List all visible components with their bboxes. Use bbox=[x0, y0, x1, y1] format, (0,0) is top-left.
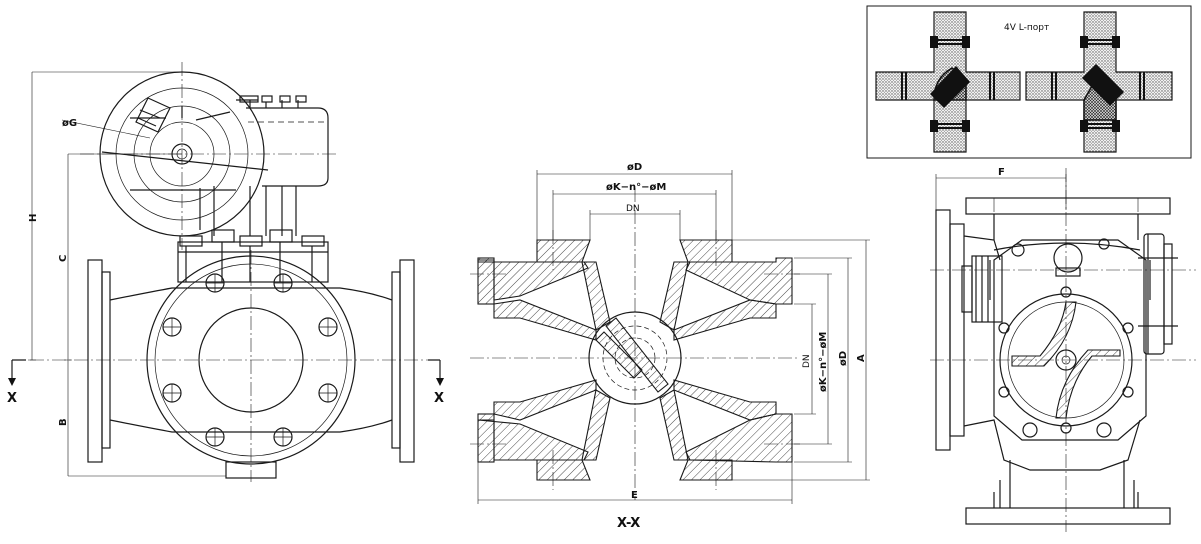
port-inset: 4V L-порт bbox=[866, 5, 1192, 159]
dim-label-a: A bbox=[856, 354, 867, 362]
side-bolts bbox=[998, 238, 1134, 438]
front-dimensions bbox=[8, 71, 444, 477]
flange-bolts bbox=[162, 273, 338, 447]
dim-label-phi-g: øG bbox=[62, 118, 77, 129]
dim-label-phi-d-right: øD bbox=[838, 351, 849, 366]
dim-label-bolt-top: øK−n°−øM bbox=[606, 182, 666, 193]
inset-title: 4V L-порт bbox=[1004, 23, 1049, 33]
dim-label-b: B bbox=[58, 418, 69, 426]
dim-label-dn-top: DN bbox=[626, 204, 640, 214]
inset-right-diagram bbox=[1025, 11, 1173, 153]
inset-left-diagram bbox=[875, 11, 1021, 153]
dim-label-bolt-right: øK−n°−øM bbox=[818, 332, 829, 392]
front-view: H C B øG X X bbox=[7, 62, 444, 482]
section-title: X-X bbox=[617, 516, 640, 531]
dim-label-c: C bbox=[58, 255, 69, 262]
dim-label-dn-right: DN bbox=[802, 354, 812, 368]
dim-label-phi-d-top: øD bbox=[627, 162, 642, 173]
section-mark-left: X bbox=[7, 391, 17, 406]
section-view: øD øK−n°−øM DN E DN øK−n°−øM øD A X-X bbox=[470, 162, 870, 531]
dim-label-h: H bbox=[28, 214, 39, 222]
section-mark-right: X bbox=[434, 391, 444, 406]
dim-label-e: E bbox=[631, 490, 638, 501]
dim-label-f: F bbox=[998, 167, 1005, 178]
side-view: F bbox=[930, 167, 1196, 532]
bonnet bbox=[177, 229, 329, 283]
